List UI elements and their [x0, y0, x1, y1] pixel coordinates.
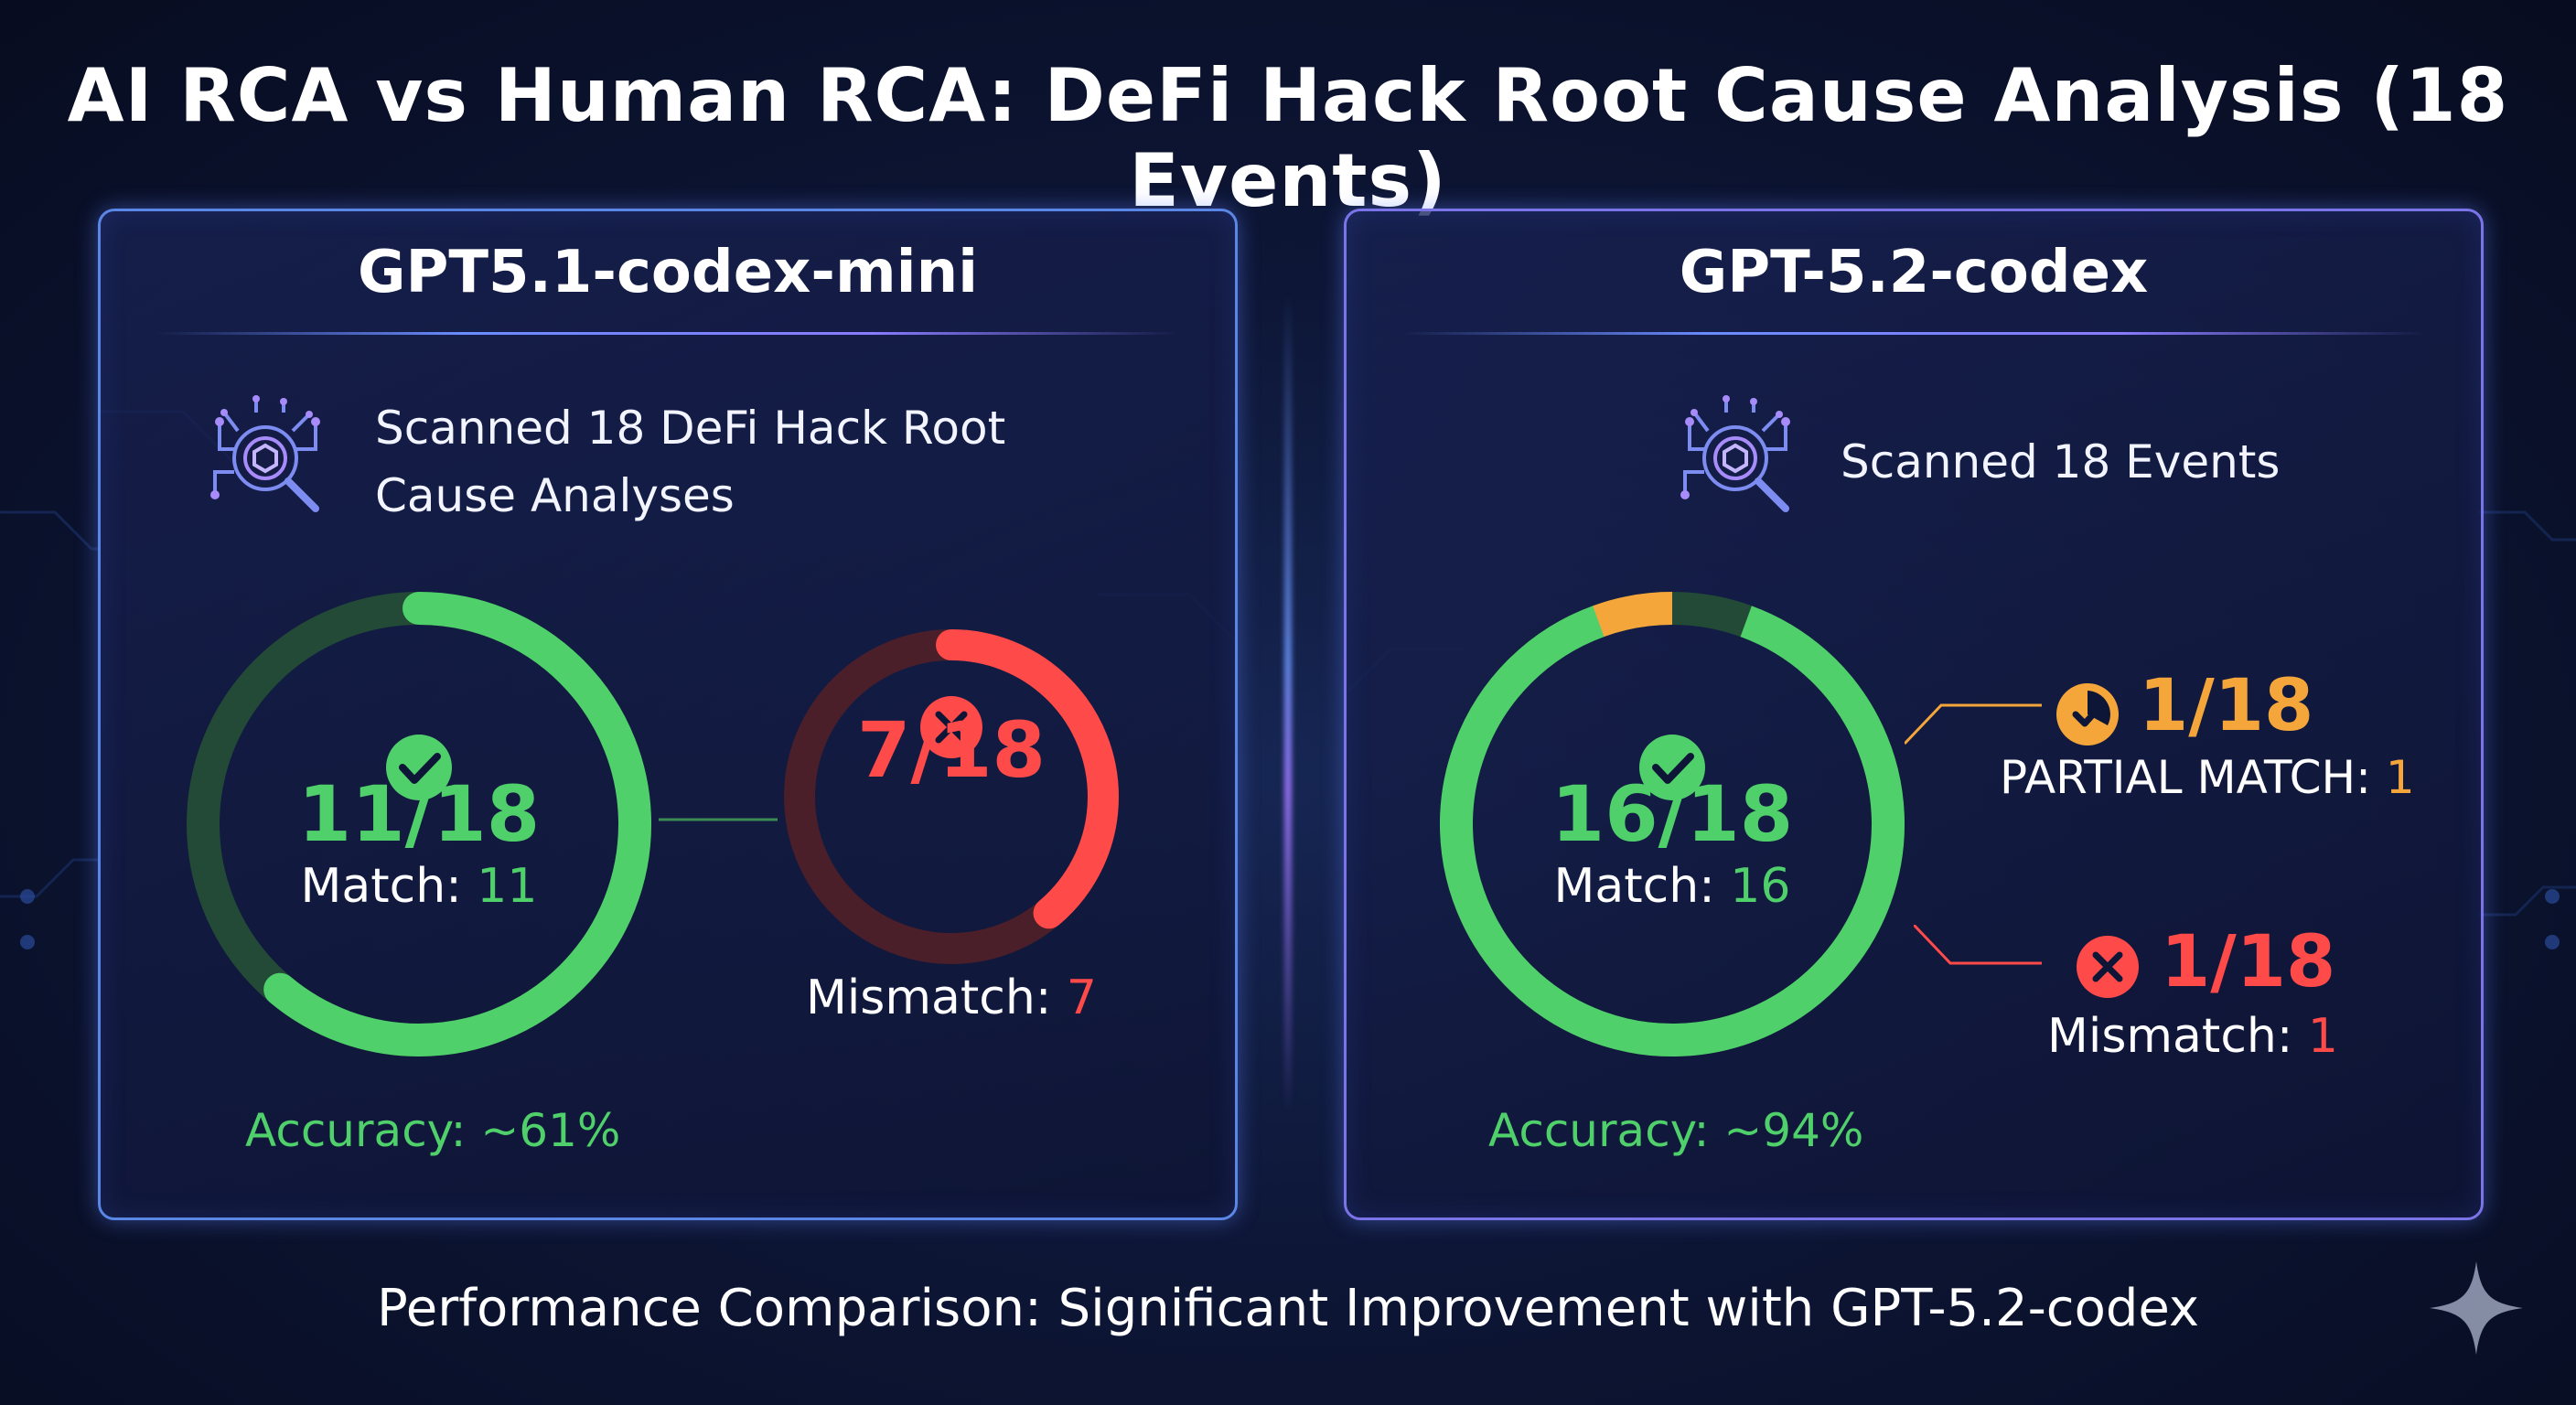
match-donut-chart	[187, 592, 651, 1056]
match-label-group: 16/18 Match: 16	[1434, 769, 1910, 914]
network-search-icon	[210, 395, 320, 512]
mismatch-ratio: 7/18	[856, 705, 1046, 795]
title-divider	[156, 332, 1180, 335]
match-ratio: 11/18	[297, 769, 541, 859]
scan-description: Scanned 18 DeFi Hack Root Cause Analyses	[375, 394, 1005, 530]
mismatch-label-group: Mismatch: 7	[741, 971, 1162, 1025]
mismatch-count: Mismatch: 1	[2047, 1009, 2339, 1064]
title-divider	[1401, 332, 2426, 335]
partial-clock-icon	[2056, 683, 2119, 745]
match-ring-arc	[1440, 592, 1905, 1056]
match-donut-chart	[1440, 592, 1905, 1056]
check-icon	[399, 753, 441, 784]
accuracy-label: Accuracy: ~94%	[1488, 1104, 1864, 1157]
partial-count: PARTIAL MATCH: 1	[2000, 751, 2415, 804]
scan-line-1: Scanned 18 DeFi Hack Root	[375, 402, 1006, 455]
scan-line-2: Cause Analyses	[375, 469, 735, 522]
match-ring-arc	[187, 592, 651, 1056]
match-count: Match: 16	[1553, 859, 1791, 914]
panel-title: GPT5.1-codex-mini	[357, 239, 979, 306]
mismatch-ratio-group: 7/18	[768, 705, 1134, 795]
match-count: Match: 11	[300, 859, 538, 914]
partial-connector-line	[1905, 703, 2042, 745]
mismatch-ring-arc	[784, 629, 1119, 964]
match-ratio: 16/18	[1551, 769, 1794, 859]
partial-ratio: 1/18	[2139, 665, 2314, 747]
x-icon	[935, 711, 968, 744]
mismatch-donut-chart	[784, 629, 1119, 964]
panel-gpt52-codex: GPT-5.2-codex Scanned 18 Events 16/18 Ma…	[1344, 209, 2484, 1220]
mismatch-connector-line	[1914, 925, 2042, 965]
scan-description: Scanned 18 Events	[1841, 435, 2281, 488]
center-divider-glow	[1284, 293, 1292, 1116]
match-label-group: 11/18 Match: 11	[181, 769, 657, 914]
sparkle-icon	[2430, 1261, 2523, 1355]
mismatch-count: Mismatch: 7	[805, 971, 1097, 1025]
mismatch-x-icon	[2077, 936, 2139, 998]
accuracy-label: Accuracy: ~61%	[245, 1104, 621, 1157]
connector-line	[659, 818, 778, 821]
check-icon-bg	[386, 735, 452, 800]
footer-caption: Performance Comparison: Significant Impr…	[377, 1279, 2199, 1338]
network-search-icon	[1680, 395, 1790, 512]
mismatch-ratio: 1/18	[2161, 921, 2336, 1003]
page-title: AI RCA vs Human RCA: DeFi Hack Root Caus…	[67, 53, 2509, 223]
panel-gpt51-codex-mini: GPT5.1-codex-mini Scanned 18 DeFi Hack R…	[98, 209, 1238, 1220]
check-icon-bg	[1639, 735, 1705, 800]
panel-title: GPT-5.2-codex	[1679, 239, 2149, 306]
check-icon	[1652, 753, 1694, 784]
